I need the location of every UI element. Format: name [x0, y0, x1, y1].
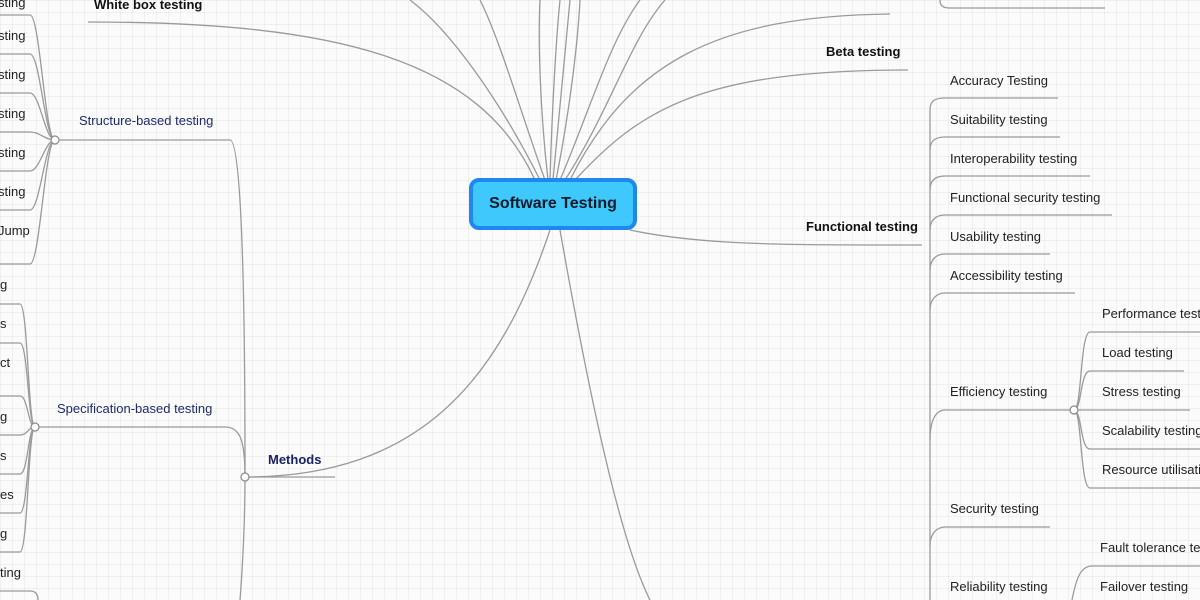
- functional-leaf-security[interactable]: Security testing: [950, 501, 1039, 516]
- spec-leaf-6[interactable]: g: [0, 526, 8, 541]
- node-methods[interactable]: Methods: [268, 452, 322, 467]
- efficiency-leaf-resource-utilisation[interactable]: Resource utilisati: [1102, 462, 1200, 477]
- root-node[interactable]: Software Testing: [469, 178, 637, 230]
- root-node-label: Software Testing: [489, 195, 617, 212]
- specification-collapse-dot: [30, 422, 40, 432]
- structure-leaf-5[interactable]: sting: [0, 184, 26, 199]
- bottom-left-fragment[interactable]: ting: [0, 565, 21, 580]
- spec-leaf-3[interactable]: g: [0, 409, 8, 424]
- functional-leaf-accessibility[interactable]: Accessibility testing: [950, 268, 1063, 283]
- structure-leaf-2[interactable]: sting: [0, 67, 26, 82]
- functional-leaf-suitability[interactable]: Suitability testing: [950, 112, 1048, 127]
- structure-collapse-dot: [50, 135, 60, 145]
- functional-leaf-reliability[interactable]: Reliability testing: [950, 579, 1048, 594]
- functional-leaf-functional-security[interactable]: Functional security testing: [950, 190, 1101, 205]
- spec-leaf-5[interactable]: es: [0, 487, 14, 502]
- node-specification-based-testing[interactable]: Specification-based testing: [57, 401, 213, 416]
- efficiency-leaf-performance[interactable]: Performance test: [1102, 306, 1200, 321]
- reliability-leaf-fault-tolerance[interactable]: Fault tolerance te: [1100, 540, 1200, 555]
- structure-leaf-3[interactable]: sting: [0, 106, 26, 121]
- structure-leaf-1[interactable]: sting: [0, 28, 26, 43]
- functional-leaf-interoperability[interactable]: Interoperability testing: [950, 151, 1078, 166]
- methods-collapse-dot: [240, 472, 250, 482]
- functional-leaf-usability[interactable]: Usability testing: [950, 229, 1042, 244]
- node-beta-testing[interactable]: Beta testing: [826, 44, 901, 59]
- functional-leaf-accuracy[interactable]: Accuracy Testing: [950, 73, 1049, 88]
- spec-leaf-2[interactable]: ct: [0, 355, 11, 370]
- efficiency-leaf-scalability[interactable]: Scalability testing: [1102, 423, 1200, 438]
- reliability-leaf-failover[interactable]: Failover testing: [1100, 579, 1189, 594]
- efficiency-leaf-load[interactable]: Load testing: [1102, 345, 1173, 360]
- node-structure-based-testing[interactable]: Structure-based testing: [79, 113, 214, 128]
- spec-leaf-4[interactable]: s: [0, 448, 7, 463]
- efficiency-collapse-dot: [1069, 405, 1079, 415]
- spec-leaf-0[interactable]: g: [0, 277, 8, 292]
- structure-leaf-0[interactable]: sting: [0, 0, 26, 10]
- node-white-box-testing[interactable]: White box testing: [94, 0, 203, 12]
- functional-leaf-efficiency[interactable]: Efficiency testing: [950, 384, 1048, 399]
- node-functional-testing[interactable]: Functional testing: [806, 219, 918, 234]
- structure-leaf-6[interactable]: Jump: [0, 223, 30, 238]
- efficiency-leaf-stress[interactable]: Stress testing: [1102, 384, 1181, 399]
- spec-leaf-1[interactable]: s: [0, 316, 7, 331]
- structure-leaf-4[interactable]: sting: [0, 145, 26, 160]
